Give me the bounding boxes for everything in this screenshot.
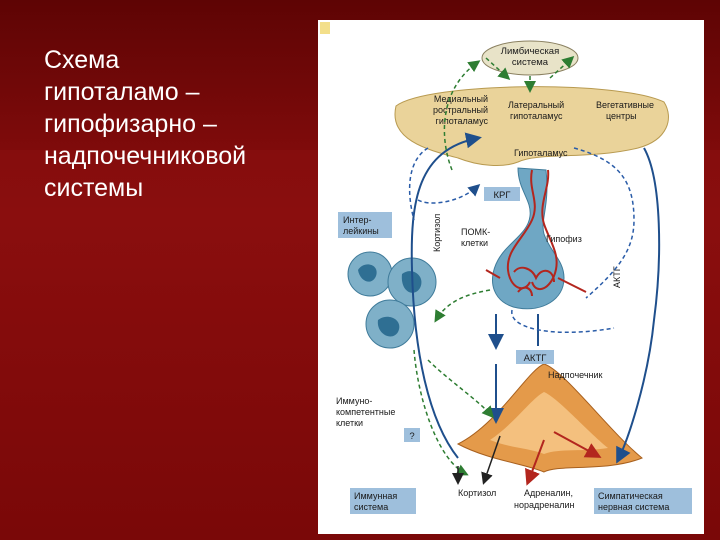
slide-title-line: гипофизарно – — [44, 108, 304, 140]
medial-hypothalamus-label: гипоталамус — [436, 116, 489, 126]
pituitary-label: Гипофиз — [546, 234, 582, 244]
slide-title-line: системы — [44, 172, 304, 204]
slide-title-line: надпочечниковой — [44, 140, 304, 172]
lateral-hypothalamus-label: гипоталамус — [510, 111, 563, 121]
immunocompetent-label: клетки — [336, 418, 363, 428]
interleukins-label: лейкины — [343, 226, 379, 236]
pomc-label: ПОМК- — [461, 227, 490, 237]
limbic-system-label: Лимбическая — [501, 46, 560, 57]
cortisol-vertical-label: Кортизол — [432, 214, 442, 252]
autonomic-centers-label: Вегетативные — [596, 100, 654, 110]
sympathetic-label: Симпатическая — [598, 491, 663, 501]
medial-hypothalamus-label: ростральный — [433, 105, 488, 115]
acth-label: АКТГ — [524, 353, 547, 364]
limbic-system-label: система — [512, 57, 549, 68]
slide-title-line: Схема — [44, 44, 304, 76]
slide-title: Схема гипоталамо – гипофизарно – надпоче… — [44, 44, 304, 204]
adrenal-label: Надпочечник — [548, 370, 603, 380]
pomc-label: клетки — [461, 238, 488, 248]
slide-title-line: гипоталамо – — [44, 76, 304, 108]
corner-tag — [320, 22, 330, 34]
medial-hypothalamus-label: Медиальный — [434, 94, 488, 104]
crh-label: КРГ — [493, 190, 510, 201]
sympathetic-label: нервная система — [598, 502, 669, 512]
hypothalamus-label: Гипоталамус — [514, 148, 568, 158]
immune-system-label: Иммунная — [354, 491, 397, 501]
immune-cells — [348, 252, 436, 348]
acth-vertical-label: АКТГ — [612, 266, 622, 288]
question-label: ? — [409, 431, 414, 442]
adrenaline-label: Адреналин, — [524, 488, 573, 498]
hpa-axis-diagram: Лимбическая система Медиальный ростральн… — [318, 20, 704, 534]
immune-system-label: система — [354, 502, 388, 512]
diagram-canvas: Лимбическая система Медиальный ростральн… — [318, 20, 704, 534]
lateral-hypothalamus-label: Латеральный — [508, 100, 564, 110]
interleukins-label: Интер- — [343, 215, 371, 225]
cortisol-label: Кортизол — [458, 488, 496, 498]
immunocompetent-label: компетентные — [336, 407, 395, 417]
immunocompetent-label: Иммуно- — [336, 396, 372, 406]
adrenaline-label: норадреналин — [514, 500, 575, 510]
autonomic-centers-label: центры — [606, 111, 637, 121]
